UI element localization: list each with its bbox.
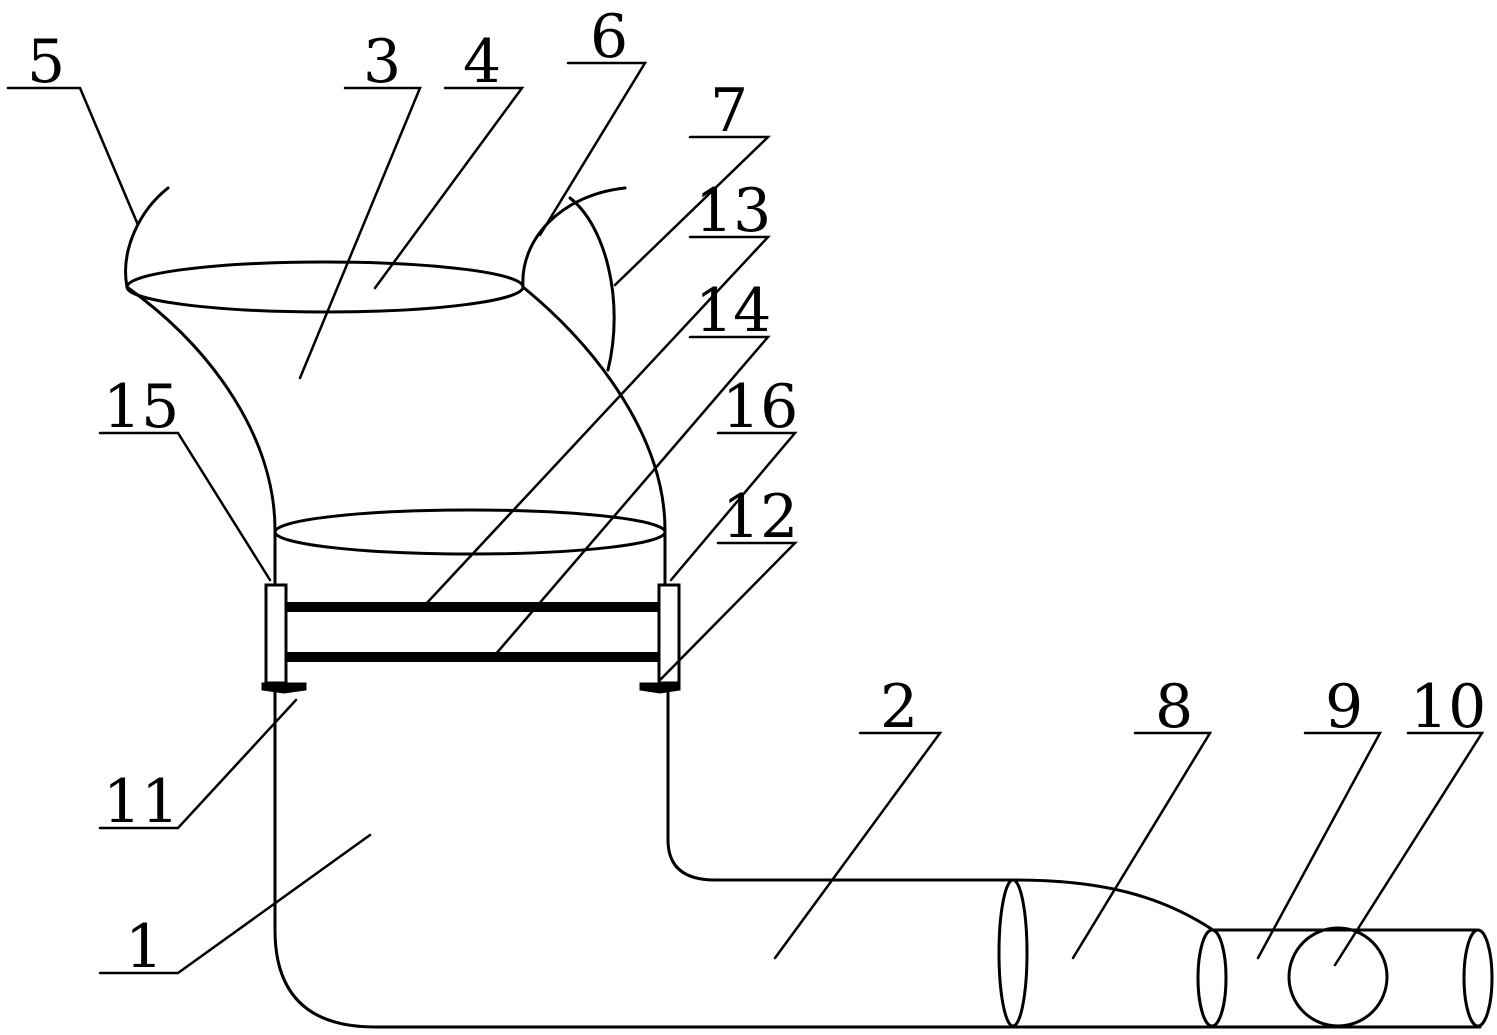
label-10: 10 <box>1410 672 1486 742</box>
label-8: 8 <box>1155 672 1193 742</box>
label-15: 15 <box>103 372 179 442</box>
label-9: 9 <box>1325 672 1363 742</box>
label-13: 13 <box>695 176 771 246</box>
label-14: 14 <box>695 276 771 346</box>
label-5: 5 <box>27 27 65 97</box>
reducer-ring <box>1196 928 1228 1028</box>
label-3: 3 <box>363 27 401 97</box>
label-16: 16 <box>722 372 798 442</box>
label-12: 12 <box>722 482 798 552</box>
elbow-inner-wall <box>666 686 1215 932</box>
elbow-outer-wall <box>273 686 1482 1029</box>
pipe-end-ring <box>1462 928 1494 1028</box>
label-11: 11 <box>103 767 179 837</box>
label-4: 4 <box>463 27 501 97</box>
valve-circle <box>1287 926 1389 1028</box>
pipe-joint-ring <box>997 878 1029 1028</box>
leader-lines <box>6 61 1485 975</box>
label-2: 2 <box>880 672 918 742</box>
right-foot <box>639 682 681 694</box>
left-clamp-post <box>264 583 288 685</box>
label-1: 1 <box>125 912 163 982</box>
funnel-right-wall <box>521 285 667 532</box>
funnel-left-wall <box>125 285 277 532</box>
left-handle <box>124 186 170 289</box>
right-handle <box>521 186 627 372</box>
left-foot <box>261 682 307 694</box>
funnel-bottom-rim <box>273 508 667 556</box>
funnel-body <box>125 260 667 587</box>
right-clamp-post <box>657 583 681 685</box>
funnel-top-rim <box>125 260 525 314</box>
label-6: 6 <box>590 2 628 72</box>
label-7: 7 <box>710 76 748 146</box>
reference-labels: 5 3 4 6 7 13 14 15 16 12 11 1 2 8 9 10 <box>27 2 1486 982</box>
